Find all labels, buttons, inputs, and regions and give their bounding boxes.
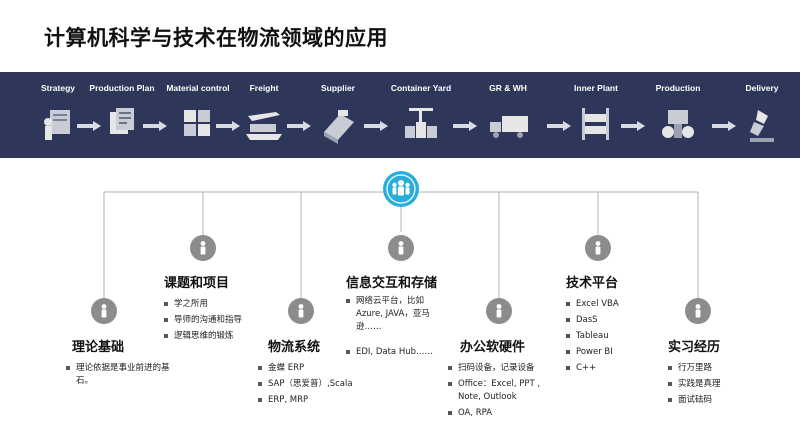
category-items-tech-platform: Excel VBA DasS Tableau Power BI C++ [566,298,646,378]
node-theory [91,298,117,324]
people-icon [386,174,416,204]
list-item: 扫码设备，记录设备 [448,362,560,375]
category-items-office: 扫码设备，记录设备 Office：Excel, PPT , Note, Outl… [448,362,560,423]
category-title-internship: 实习经历 [668,340,721,355]
material-control-icon [184,110,210,136]
category-title-office: 办公软硬件 [460,340,526,355]
list-item: 网络云平台，比如Azure, JAVA，亚马逊…… [346,295,450,334]
page-title: 计算机科学与技术在物流领域的应用 [44,26,388,50]
step-label: Inner Plant [574,83,618,93]
arrow-right-icon [364,121,388,131]
step-strategy: Strategy [24,72,92,158]
strategy-icon [44,110,70,140]
supplier-icon [324,110,354,144]
step-production-plan: Production Plan [88,72,156,158]
list-item: OA, RPA [448,407,560,420]
hub-node [383,171,419,207]
list-item: C++ [566,362,646,375]
node-logistics-system [288,298,314,324]
list-item: Tableau [566,330,646,343]
person-icon [298,304,304,318]
node-office [486,298,512,324]
list-item: EDI, Data Hub…… [346,346,450,359]
arrow-right-icon [547,121,571,131]
step-label: Production [655,83,701,93]
inner-plant-icon [582,108,609,140]
category-items-theory: 理论依据是事业前进的基石。 [66,362,170,391]
person-icon [695,304,701,318]
list-item: 理论依据是事业前进的基石。 [66,362,170,388]
arrow-right-icon [621,121,645,131]
list-item: 行万里路 [668,362,748,375]
node-tech-platform [585,235,611,261]
arrow-right-icon [287,121,311,131]
list-item: 面试砝码 [668,394,748,407]
step-freight: Freight [232,72,296,158]
list-item: Office：Excel, PPT , Note, Outlook [448,378,560,404]
list-item: DasS [566,314,646,327]
container-yard-icon [405,108,437,138]
delivery-icon [750,110,774,142]
arrow-right-icon [712,121,736,131]
step-delivery: Delivery [728,72,796,158]
category-title-logistics-system: 物流系统 [268,340,321,355]
person-icon [398,241,404,255]
category-items-internship: 行万里路 实践是真理 面试砝码 [668,362,748,410]
step-label: Container Yard [390,83,452,93]
step-gr-wh: GR & WH [476,72,540,158]
list-item: ERP, MRP [258,394,376,407]
arrow-right-icon [453,121,477,131]
category-title-info-exchange: 信息交互和存储 [346,276,438,291]
step-supplier: Supplier [304,72,372,158]
list-item: 实践是真理 [668,378,748,391]
category-items-projects: 学之所用 导师的沟通和指导 逻辑思维的锻炼 [164,298,250,346]
category-title-theory: 理论基础 [72,340,125,355]
production-icon [662,110,694,138]
step-label: GR & WH [489,83,527,93]
step-material-control: Material control [160,72,236,158]
person-icon [101,304,107,318]
node-info-exchange [388,235,414,261]
arrow-right-icon [77,121,101,131]
person-icon [496,304,502,318]
list-item: 学之所用 [164,298,250,311]
step-label: Supplier [320,83,355,93]
step-inner-plant: Inner Plant [562,72,630,158]
list-item: 金蝶 ERP [258,362,376,375]
production-plan-icon [110,108,134,134]
list-item: SAP（思爱普）,Scala [258,378,376,391]
person-icon [200,241,206,255]
freight-icon [246,112,282,140]
list-item: Power BI [566,346,646,359]
list-item: 逻辑思维的锻炼 [164,330,250,343]
category-title-projects: 课题和项目 [164,276,230,291]
step-label: Strategy [40,83,75,93]
category-items-info-exchange: 网络云平台，比如Azure, JAVA，亚马逊…… EDI, Data Hub…… [346,295,450,362]
list-item: 导师的沟通和指导 [164,314,250,327]
step-label: Delivery [745,83,779,93]
node-internship [685,298,711,324]
category-title-tech-platform: 技术平台 [566,276,619,291]
category-items-logistics-system: 金蝶 ERP SAP（思爱普）,Scala ERP, MRP [258,362,376,410]
arrow-right-icon [143,121,167,131]
step-label: Freight [249,83,279,93]
process-band: Strategy Production Plan Material contro… [0,72,800,158]
warehouse-icon [490,116,528,138]
node-projects [190,235,216,261]
step-production: Production [644,72,712,158]
step-label: Production Plan [89,83,155,93]
list-item: Excel VBA [566,298,646,311]
step-container-yard: Container Yard [384,72,458,158]
step-label: Material control [166,83,230,93]
person-icon [595,241,601,255]
arrow-right-icon [216,121,240,131]
